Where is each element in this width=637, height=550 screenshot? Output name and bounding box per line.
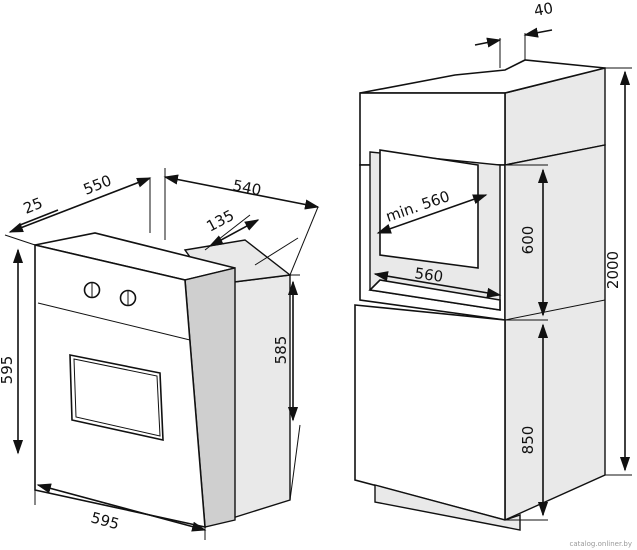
oven-drawing: [34, 232, 292, 529]
label-595-vertical: 595: [0, 356, 16, 385]
dim-line-40-b: [523, 27, 553, 38]
cabinet-dimension-lines: [373, 27, 632, 521]
dim-line-25: [19, 209, 59, 226]
label-25: 25: [21, 194, 45, 218]
label-2000: 2000: [604, 251, 622, 289]
dim-line-560: [373, 271, 502, 298]
watermark: catalog.onliner.by: [570, 540, 632, 548]
label-595-horizontal: 595: [89, 508, 121, 533]
dim-line-135: [208, 219, 260, 247]
knob-left-icon: [83, 281, 101, 299]
knob-right-icon: [119, 289, 137, 307]
label-585: 585: [272, 336, 290, 365]
cabinet-drawing: [354, 59, 606, 531]
dim-line-min-560: [376, 194, 488, 234]
label-40: 40: [533, 0, 555, 20]
cabinet-plinth: [374, 484, 521, 531]
dim-line-40: [474, 37, 502, 48]
label-135: 135: [203, 206, 237, 235]
dim-line-550: [8, 177, 152, 233]
oven-door-window-inner: [73, 358, 161, 437]
dim-line-595-horizontal: [36, 483, 207, 532]
oven-control-strip: [37, 302, 191, 341]
label-540: 540: [231, 176, 263, 199]
label-600: 600: [519, 226, 537, 255]
oven-dimension-lines: [4, 168, 320, 540]
label-850: 850: [519, 426, 537, 455]
oven-door-window: [69, 354, 164, 442]
dim-line-540: [163, 174, 320, 210]
label-560: 560: [413, 264, 444, 286]
cabinet-side-panel: [504, 144, 606, 522]
